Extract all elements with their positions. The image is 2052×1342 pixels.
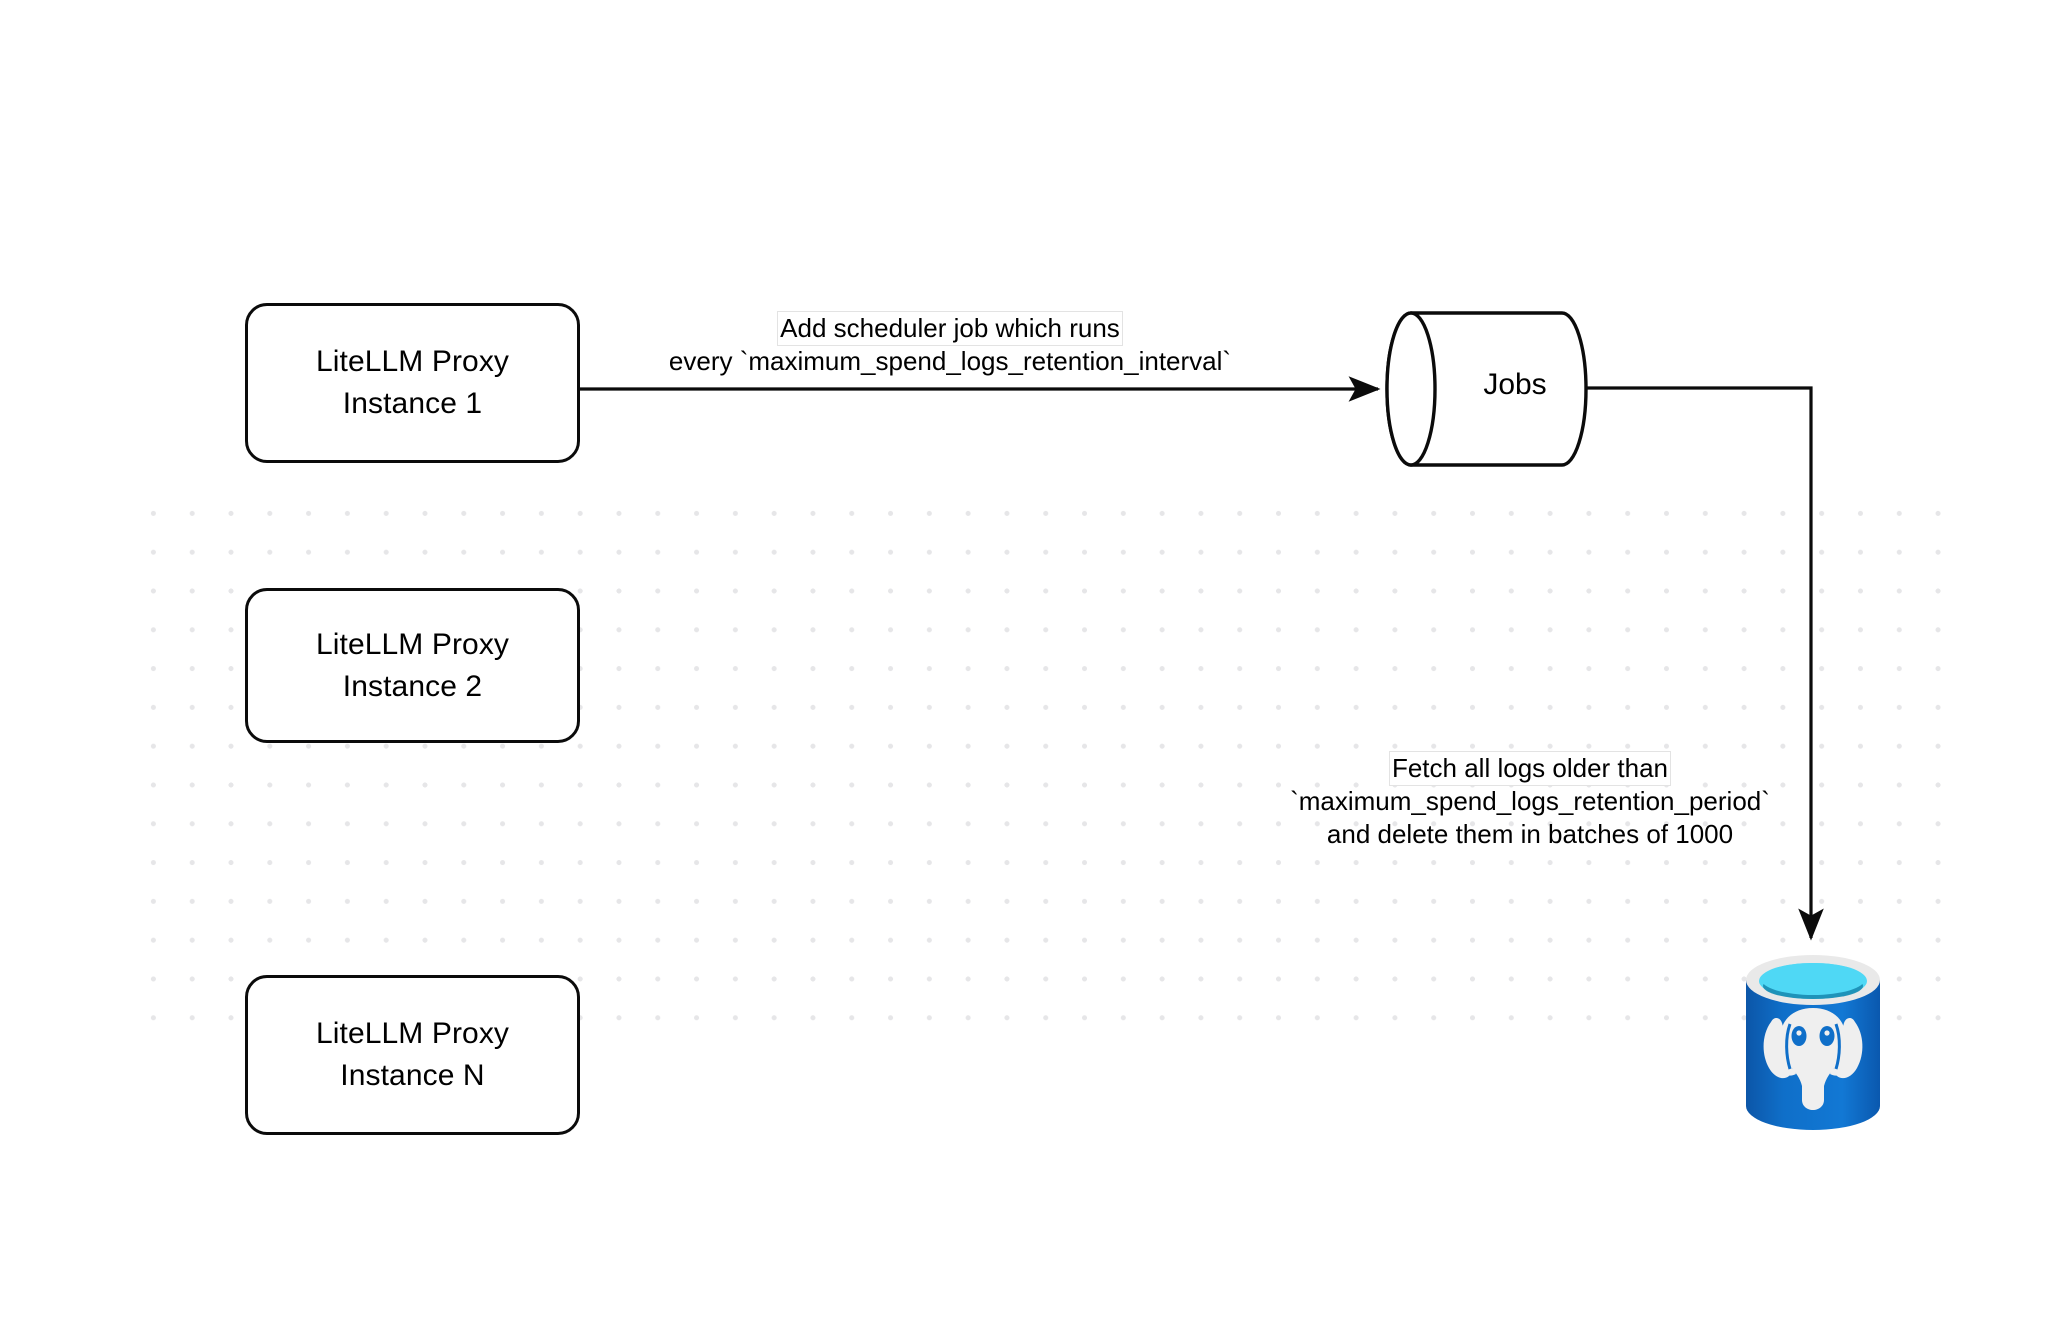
edge-label-line-2: `maximum_spend_logs_retention_period` [1290, 786, 1770, 816]
node-jobs-label: Jobs [1483, 368, 1547, 401]
postgres-elephant-eyes [1791, 1026, 1835, 1046]
node-line-1: LiteLLM Proxy [315, 345, 510, 378]
node-line-1: LiteLLM Proxy [315, 1017, 510, 1050]
edge-label-add-scheduler-job: Add scheduler job which runs every `maxi… [600, 312, 1300, 378]
edge-jobs-to-postgres [1586, 386, 1824, 941]
postgresql-database-icon[interactable] [1738, 950, 1888, 1140]
node-line-2: Instance N [340, 1059, 485, 1092]
edge-label-line-1: Add scheduler job which runs [778, 312, 1122, 345]
postgres-elephant-ear-lines [1785, 1023, 1841, 1070]
postgres-elephant-pupils [1796, 1030, 1830, 1036]
node-litellm-proxy-instance-1[interactable]: LiteLLM Proxy Instance 1 [245, 303, 580, 463]
node-line-2: Instance 1 [342, 387, 483, 420]
edge-label-line-3: and delete them in batches of 1000 [1326, 819, 1734, 849]
postgres-elephant-tusks [1778, 1068, 1848, 1076]
edge-label-fetch-old-logs: Fetch all logs older than `maximum_spend… [1230, 752, 1830, 851]
node-line-1: LiteLLM Proxy [315, 627, 510, 661]
node-line-2: Instance 2 [342, 669, 483, 703]
jobs-cylinder-shape [1385, 311, 1588, 467]
edge-label-line-2: every `maximum_spend_logs_retention_inte… [668, 346, 1232, 376]
node-litellm-proxy-instance-n[interactable]: LiteLLM Proxy Instance N [245, 975, 580, 1135]
node-litellm-proxy-instance-2[interactable]: LiteLLM Proxy Instance 2 [245, 588, 580, 743]
edge-label-line-1: Fetch all logs older than [1389, 752, 1671, 785]
